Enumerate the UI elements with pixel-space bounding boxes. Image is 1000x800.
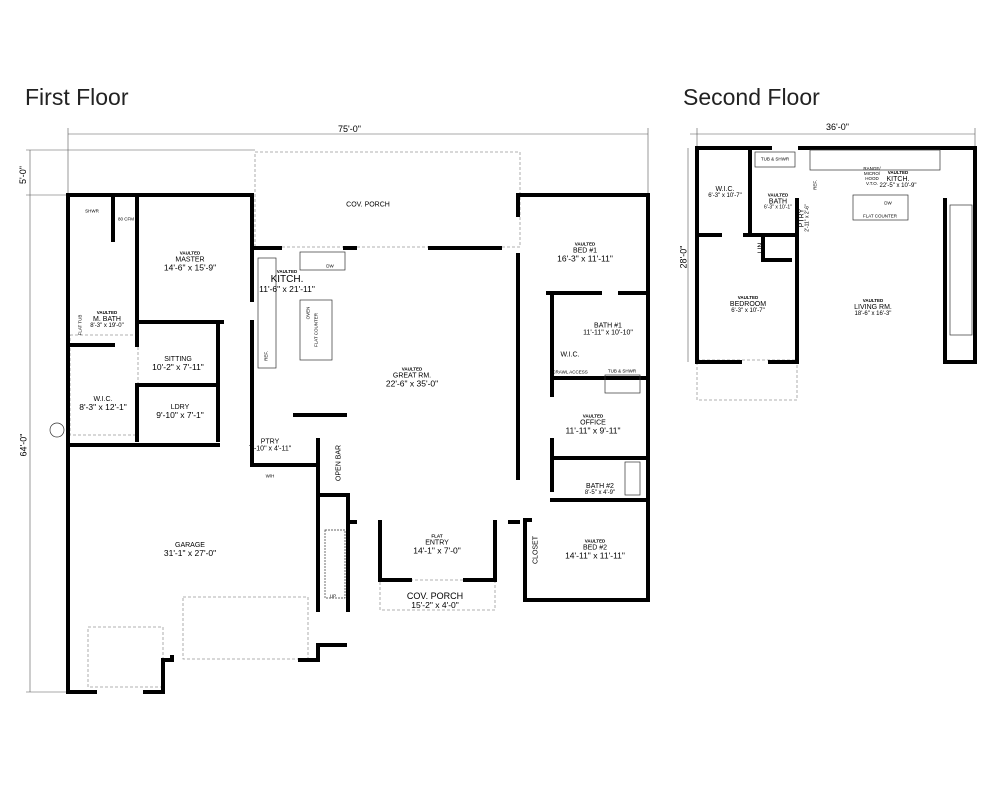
tub-shower-label: TUB & SHWR — [607, 368, 637, 374]
open-bar-label: OPEN BAR — [335, 444, 343, 482]
second-floor-width-dimension: 36'-0" — [826, 122, 849, 132]
first-floor-depth-dimension: 64'-0" — [18, 433, 29, 457]
2nd-tub-shower-label: TUB & SHWR — [760, 156, 790, 162]
2nd-refrigerator-label: REF. — [812, 180, 818, 190]
shower-label: SHWR — [85, 208, 99, 214]
linen-closet: LIN. — [757, 240, 765, 254]
oven-label: OVEN — [305, 306, 311, 320]
water-heater-label: W/H — [265, 473, 275, 479]
crawl-access-label: CRAWL ACCESS — [552, 369, 588, 375]
bath-tub-label: FLAT TUB — [77, 314, 83, 336]
first-floor-width-dimension: 75'-0" — [338, 124, 361, 134]
first-floor-title: First Floor — [25, 84, 129, 110]
room-bed1-wic: W.I.C. — [560, 351, 580, 359]
flat-counter-label: FLAT COUNTER — [313, 312, 319, 348]
room-cov-porch-rear: COV. PORCH — [346, 201, 390, 209]
refrigerator-label: REF. — [263, 351, 269, 361]
dishwasher-label: DW — [326, 263, 334, 269]
range-label: RANGE/ MICRO/ HOOD V.T.O. — [863, 166, 881, 186]
room-closet: CLOSET — [532, 535, 540, 565]
room-2nd-wic: W.I.C.6'-3" x 10'-7" — [708, 186, 742, 200]
second-floor-title: Second Floor — [683, 84, 820, 110]
first-floor-walls — [66, 193, 650, 694]
2nd-dishwasher-label: DW — [884, 200, 892, 206]
dimension-lines — [26, 128, 976, 693]
second-floor-depth-dimension: 28'-0" — [678, 245, 689, 269]
room-master-wic: W.I.C.8'-3" x 12'-1" — [79, 395, 127, 413]
fan-label: 80 CFM — [117, 216, 135, 222]
stairs-up-label: UP — [329, 593, 337, 599]
second-floor-walls — [695, 146, 977, 364]
porch-depth-dimension: 5'-0" — [17, 166, 28, 184]
fixtures — [49, 149, 973, 599]
2nd-flat-counter-label: FLAT COUNTER — [862, 213, 898, 219]
